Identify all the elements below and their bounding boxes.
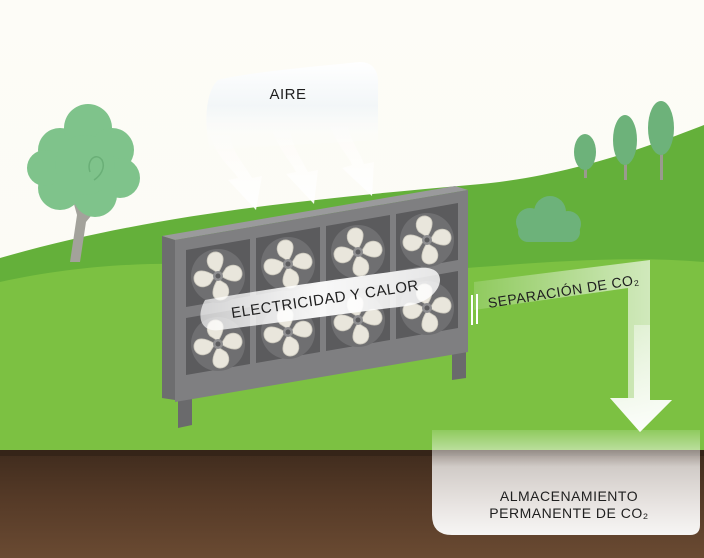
- air-flow: [206, 62, 378, 210]
- tree-icon: [27, 104, 140, 262]
- bush-icon: [516, 196, 581, 242]
- storage-label-line2: PERMANENTE DE CO₂: [489, 505, 649, 521]
- unit-leg-right: [452, 348, 466, 380]
- energy-band: [200, 267, 440, 331]
- soil-edge: [0, 450, 704, 456]
- storage-label: ALMACENAMIENTO PERMANENTE DE CO₂: [444, 488, 694, 522]
- storage-label-line1: ALMACENAMIENTO: [499, 488, 639, 504]
- cypress-tree-icon: [574, 101, 674, 180]
- air-label: AIRE: [269, 86, 307, 103]
- down-arrow: [610, 325, 672, 432]
- storage-block: [432, 430, 700, 535]
